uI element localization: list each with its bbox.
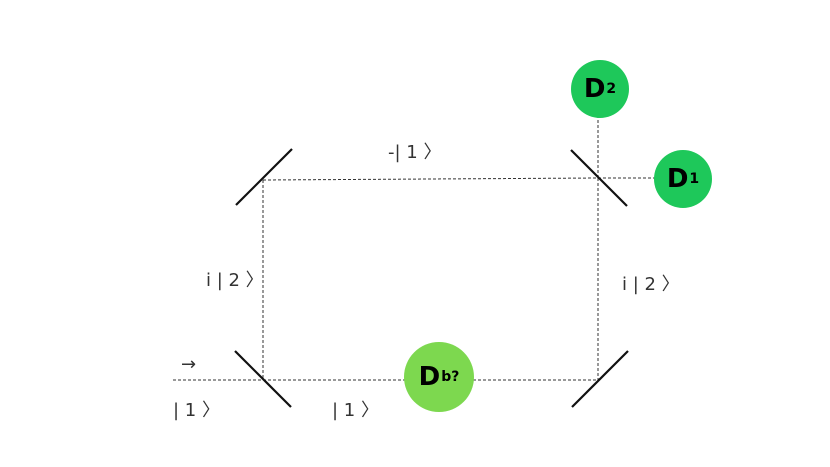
top-path-state-label: -| 1 〉: [388, 142, 442, 163]
detector-d2-letter: D: [583, 74, 606, 104]
beam-splitter-top-right: [570, 149, 628, 207]
detector-d1-letter: D: [666, 164, 689, 194]
input-state-label: | 1 〉: [173, 400, 220, 421]
detector-d2-subscript: 2: [606, 81, 617, 97]
input-arrow: →: [181, 354, 197, 375]
detector-d1-subscript: 1: [689, 171, 700, 187]
right-path-state-label: i | 2 〉: [622, 274, 680, 295]
detector-db-letter: D: [418, 362, 441, 392]
mirror-top-left: [235, 148, 293, 206]
mirror-bottom-right: [571, 350, 629, 408]
bottom-path-state-label: | 1 〉: [332, 400, 379, 421]
beam-splitter-bottom-left: [234, 350, 292, 408]
detector-db-subscript: b?: [441, 369, 460, 385]
beam-top: [262, 177, 599, 181]
left-path-state-label: i | 2 〉: [206, 270, 264, 291]
